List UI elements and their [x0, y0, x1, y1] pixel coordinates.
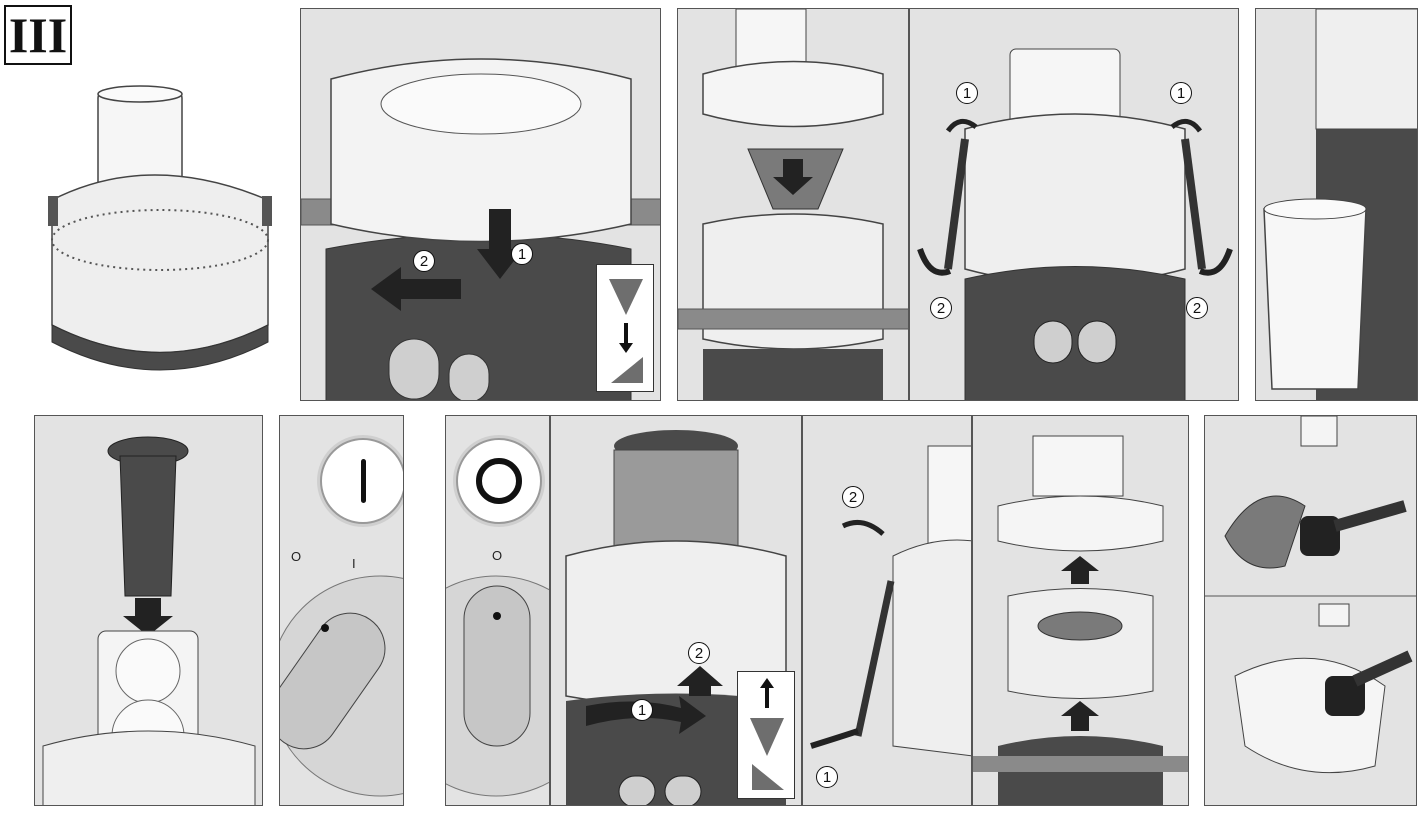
panel-lock-clamps: 1 1 2 2: [909, 8, 1239, 401]
triangle-marker-icon: [738, 672, 796, 800]
knob-on-illustration: [280, 416, 404, 806]
panel-switch-on: O I: [279, 415, 404, 806]
clamp-lock-illustration: [910, 9, 1239, 401]
step-2-badge: 2: [413, 250, 435, 272]
panel-attach-bowl: 2 1: [300, 8, 661, 401]
step-2-badge: 2: [688, 642, 710, 664]
juicer-illustration: [40, 80, 290, 380]
align-marker-inset: [737, 671, 795, 799]
disassembly-illustration: [973, 416, 1189, 806]
panel-insert-filter: [677, 8, 909, 401]
panel-switch-off: O: [445, 415, 550, 806]
step-1-badge-left: 1: [956, 82, 978, 104]
filter-insert-illustration: [678, 9, 909, 401]
glass-illustration: [1256, 9, 1418, 401]
panel-release-bowl: 2 1: [550, 415, 802, 806]
panel-cleaning: [1204, 415, 1417, 806]
step-2-badge: 2: [842, 486, 864, 508]
step-1-badge-right: 1: [1170, 82, 1192, 104]
assembled-juicer-figure: [40, 80, 290, 380]
panel-open-clamp: 2 1: [802, 415, 972, 806]
step-1-badge: 1: [816, 766, 838, 788]
pusher-illustration: [35, 416, 263, 806]
panel-disassemble: [972, 415, 1189, 806]
step-1-badge: 1: [631, 699, 653, 721]
panel-glass: [1255, 8, 1418, 401]
cleaning-illustration: [1205, 416, 1417, 806]
align-marker-inset: [596, 264, 654, 392]
clamp-open-illustration: [803, 416, 972, 806]
section-label: III: [4, 5, 72, 65]
panel-pusher: [34, 415, 263, 806]
step-2-badge-left: 2: [930, 297, 952, 319]
step-1-badge: 1: [511, 243, 533, 265]
triangle-marker-icon: [597, 265, 655, 393]
knob-off-illustration: [446, 416, 550, 806]
step-2-badge-right: 2: [1186, 297, 1208, 319]
